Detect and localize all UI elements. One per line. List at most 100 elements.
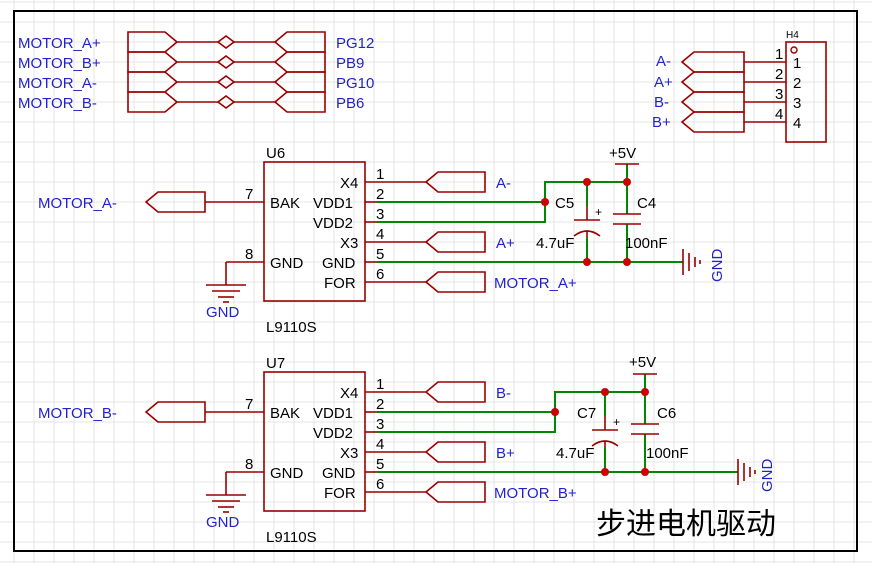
junction-dot [551,408,559,416]
driver-input-flag [144,401,206,423]
connector-pin-inner-number: 1 [793,55,801,72]
driver-pin-label-bak: BAK [270,195,300,212]
driver-pin-number: 1 [376,376,384,393]
driver-u6: U6 L9110S MOTOR_A- 7 BAK 8 GND GND X4 VD… [38,145,726,336]
driver-x4-net-label: A- [496,175,511,192]
driver-pin-number: 1 [376,166,384,183]
driver-x4-net-label: B- [496,385,511,402]
driver-pin-label-gnd: GND [270,465,304,482]
ground-net-label: GND [759,459,776,493]
connector-net-label: A+ [654,74,673,91]
port-left-flag [127,51,179,73]
cap-polarity-mark: + [595,205,602,219]
ground-net-label: GND [206,514,240,531]
driver-pin-label: X4 [340,175,358,192]
port-right-label: PG12 [336,35,374,52]
connector-pin-inner-number: 4 [793,115,801,132]
cap-value: 4.7uF [556,445,594,462]
port-left-flag [127,71,179,93]
connector-pin-inner-number: 2 [793,75,801,92]
driver-pin-number: 7 [245,396,253,413]
driver-pin-label-gnd: GND [270,255,304,272]
junction-dot [623,178,631,186]
driver-pin-number: 8 [245,456,253,473]
driver-part-number: L9110S [266,529,317,546]
junction-dot [541,198,549,206]
driver-pin-label: GND [322,465,356,482]
driver-designator: U7 [266,355,285,372]
cap-value: 100nF [646,445,689,462]
driver-body [263,371,366,512]
driver-pin-number: 7 [245,186,253,203]
driver-pin-label-bak: BAK [270,405,300,422]
driver-x4-flag [424,171,486,193]
driver-for-net-label: MOTOR_B+ [494,485,577,502]
port-row-4: MOTOR_B- PB6 [18,91,364,113]
port-right-flag [273,51,326,73]
driver-for-flag [424,271,486,293]
cap-value: 4.7uF [536,235,574,252]
port-left-label: MOTOR_A+ [18,35,101,52]
pin1-marker-icon [790,46,798,54]
port-left-label: MOTOR_B+ [18,55,101,72]
cap-ref: C7 [577,405,596,422]
cap-value: 100nF [625,235,668,252]
driver-pin-label: X4 [340,385,358,402]
driver-part-number: L9110S [266,319,317,336]
driver-input-net-label: MOTOR_A- [38,195,117,212]
driver-pin-label: FOR [324,275,356,292]
driver-pin-label: VDD2 [313,215,353,232]
connector-designator: H4 [786,30,799,41]
driver-pin-label: FOR [324,485,356,502]
connector-pin-inner-number: 3 [793,95,801,112]
supply-label: +5V [629,354,656,371]
driver-input-net-label: MOTOR_B- [38,405,117,422]
ground-net-label: GND [709,249,726,283]
driver-pin-number: 5 [376,246,384,263]
connector-pin-number: 3 [775,86,783,103]
driver-for-net-label: MOTOR_A+ [494,275,577,292]
junction-dot [583,178,591,186]
port-right-flag [273,31,326,53]
junction-dot [641,388,649,396]
driver-pin-number: 6 [376,266,384,283]
connector-net-label: B+ [652,114,671,131]
driver-pin-number: 4 [376,436,384,453]
driver-x3-net-label: A+ [496,235,515,252]
port-right-label: PB6 [336,95,364,112]
driver-pin-number: 8 [245,246,253,263]
sheet-frame [13,10,858,552]
port-row-3: MOTOR_A- PG10 [18,71,374,93]
driver-u7: U7 L9110S MOTOR_B- 7 BAK 8 GND GND X4 VD… [38,354,776,546]
port-right-label: PB9 [336,55,364,72]
port-left-flag [127,31,179,53]
driver-pin-number: 2 [376,396,384,413]
driver-pin-label: X3 [340,445,358,462]
port-row-1: MOTOR_A+ PG12 [18,31,374,53]
driver-pin-label: VDD1 [313,195,353,212]
driver-for-flag [424,481,486,503]
cap-ref: C5 [555,195,574,212]
connector-body [785,41,827,143]
connector-net-label: B- [654,94,669,111]
port-row-2: MOTOR_B+ PB9 [18,51,364,73]
supply-label: +5V [609,145,636,162]
sheet-title: 步进电机驱动 [596,507,776,542]
net-port-bank: MOTOR_A+ PG12 MOTOR_B+ PB9 MOTOR_A- PG10 [18,31,374,113]
driver-pin-number: 6 [376,476,384,493]
ground-net-label: GND [206,304,240,321]
driver-designator: U6 [266,145,285,162]
port-left-flag [127,91,179,113]
driver-pin-label: VDD1 [313,405,353,422]
driver-pin-label: X3 [340,235,358,252]
driver-x3-flag [424,441,486,463]
cap-ref: C6 [657,405,676,422]
driver-pin-number: 2 [376,186,384,203]
driver-x3-flag [424,231,486,253]
driver-body [263,161,366,302]
junction-dot [583,258,591,266]
driver-pin-label: VDD2 [313,425,353,442]
